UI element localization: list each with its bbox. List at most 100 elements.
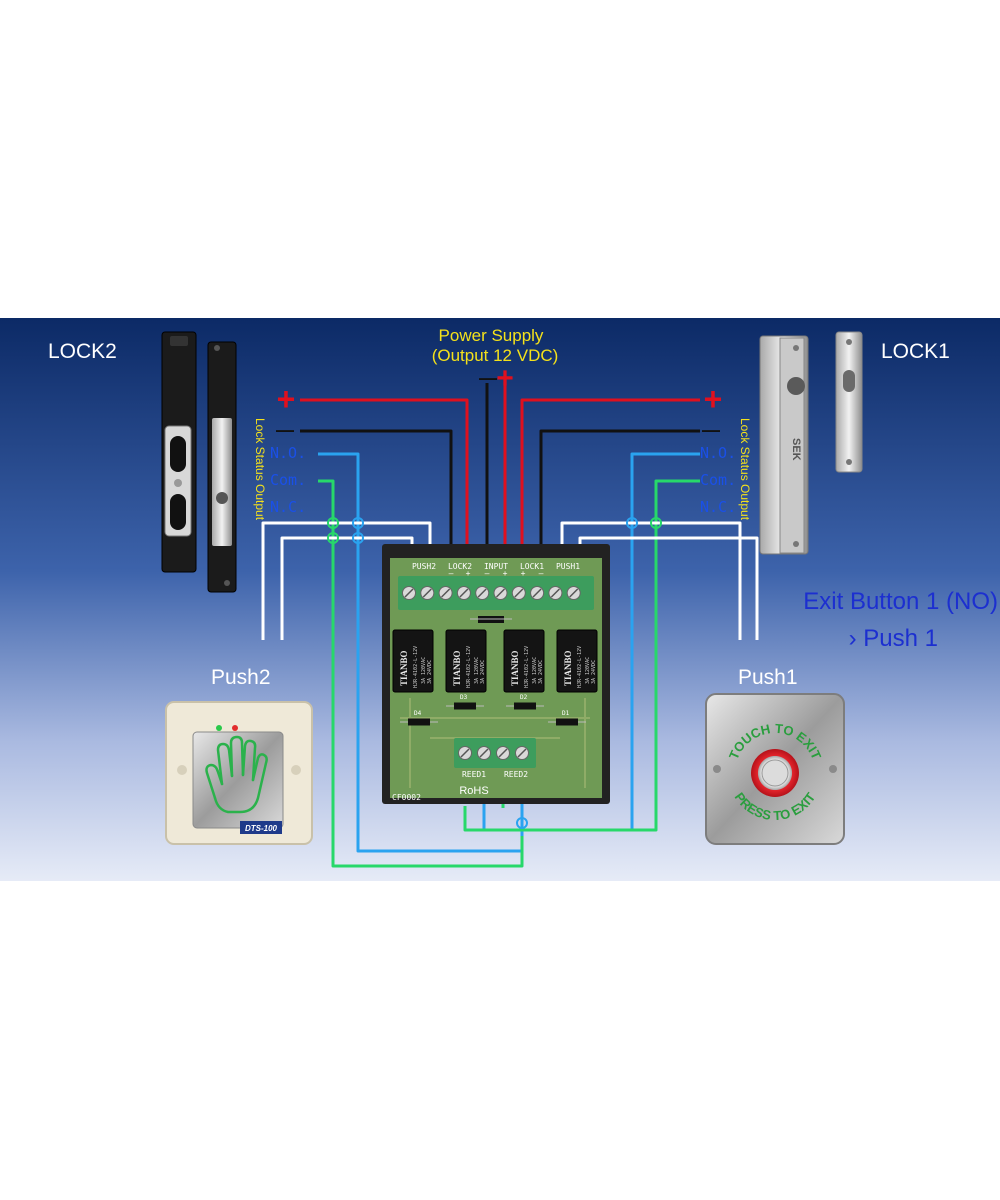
terminal-screw (458, 746, 472, 760)
led-red-icon (232, 725, 238, 731)
push1-label: Push1 (738, 666, 798, 689)
lock2-device (161, 331, 237, 593)
terminal-screw (530, 586, 545, 600)
wires (261, 378, 759, 868)
terminal-label-input: INPUT (484, 562, 508, 571)
relay-rating: 3A 120VAC (421, 657, 427, 684)
terminal-screw (456, 586, 471, 600)
terminal-sign: – (449, 569, 454, 578)
relay-brand: TIANBO (399, 650, 409, 686)
terminal-screw (493, 586, 508, 600)
relay-brand: TIANBO (452, 650, 462, 686)
relay-rating: 3A 24VDC (427, 660, 433, 684)
crossing-loop (352, 517, 364, 529)
crossing-loop (626, 517, 638, 529)
rohs-mark: RoHS (459, 785, 488, 797)
lock2-plus-sign: + (277, 381, 296, 417)
crossing-loop (327, 517, 339, 529)
green-wire-lock1-com (463, 479, 700, 832)
exit-note-line1: Exit Button 1 (NO) (803, 588, 998, 615)
relay-brand: TIANBO (563, 650, 573, 686)
diode: D4 (400, 710, 438, 726)
relay-brand: TIANBO (510, 650, 520, 686)
control-board: PUSH2 LOCK2 INPUT LOCK1 PUSH1 – + – + + … (382, 544, 610, 804)
relay-model: HJR-4102-L-12V (466, 646, 472, 688)
terminal-label-lock1: LOCK1 (520, 562, 544, 571)
touch-exit-sensor: DTS-100 (165, 701, 313, 845)
terminal-label-lock2: LOCK2 (448, 562, 472, 571)
psu-plus-sign: + (496, 362, 514, 395)
terminal-label-reed1: REED1 (462, 770, 486, 779)
led-green-icon (216, 725, 222, 731)
exit-note-line2: › Push 1 (849, 625, 938, 652)
black-wire-lock2 (300, 429, 453, 563)
lock1-brand-label: SEK (790, 438, 802, 461)
lock2-com-label: Com. (270, 471, 306, 489)
lock1-title: LOCK1 (881, 340, 950, 363)
power-supply-title: Power Supply (439, 326, 544, 345)
touch-sensor-model: DTS-100 (245, 824, 278, 833)
exit-button-plate: TOUCH TO EXIT PRESS TO EXIT (705, 693, 845, 845)
lock1-com-label: Com. (700, 471, 736, 489)
diode-label: D3 (460, 694, 468, 701)
push2-label: Push2 (211, 666, 271, 689)
top-terminal-screws (402, 586, 581, 600)
lock1-nc-label: N.C. (700, 498, 736, 516)
green-wire-lock2-com (318, 479, 524, 868)
diagram-canvas: Power Supply (Output 12 VDC) — + LOCK2 +… (0, 318, 1000, 881)
terminal-sign: – (485, 569, 490, 578)
terminal-screw (438, 586, 453, 600)
black-wire-lock1 (539, 429, 700, 563)
terminal-screw (402, 586, 416, 600)
lock2-minus-sign: — (276, 420, 294, 440)
lock2-status-output-label: Lock Status Output (253, 418, 267, 521)
terminal-sign: – (539, 569, 544, 578)
power-supply-subtitle: (Output 12 VDC) (432, 346, 559, 365)
terminal-sign: + (503, 569, 508, 578)
lock1-plus-sign: + (704, 381, 723, 417)
board-code: CF0002 (392, 793, 421, 802)
terminal-screw (511, 586, 526, 600)
red-wire-lock2 (300, 398, 469, 563)
diode-label: D2 (520, 694, 528, 701)
lock2-title: LOCK2 (48, 340, 117, 363)
red-wire-lock1 (520, 398, 700, 563)
terminal-label-push1: PUSH1 (556, 562, 580, 571)
lock1-device: SEK (759, 331, 863, 555)
terminal-screw (477, 746, 491, 760)
terminal-screw (566, 586, 581, 600)
terminal-label-push2: PUSH2 (412, 562, 436, 571)
diode: D2 (506, 694, 544, 710)
diode-label: D1 (562, 710, 570, 717)
terminal-sign: + (521, 569, 526, 578)
relay-rating: 3A 24VDC (538, 660, 544, 684)
crossing-loop (327, 532, 339, 544)
white-wire-push2-a (261, 521, 432, 640)
relay-rating: 3A 120VAC (474, 657, 480, 684)
reed-terminal-screws (458, 746, 529, 760)
relay-rating: 3A 24VDC (591, 660, 597, 684)
lock1-minus-sign: — (702, 420, 720, 440)
terminal-screw (548, 586, 563, 600)
relay-rating: 3A 120VAC (585, 657, 591, 684)
terminal-screw (515, 746, 529, 760)
crossing-loop (352, 532, 364, 544)
terminal-label-reed2: REED2 (504, 770, 528, 779)
crossing-loop (650, 517, 662, 529)
diode: D1 (548, 710, 586, 726)
psu-minus-sign: — (479, 368, 497, 388)
relay-model: HJR-4102-L-12V (413, 646, 419, 688)
crossing-loop (516, 817, 528, 829)
lock1-no-label: N.O. (700, 444, 736, 462)
reed-terminal-block (454, 738, 536, 768)
wiring-diagram: Power Supply (Output 12 VDC) — + LOCK2 +… (0, 318, 1000, 881)
relay-rating: 3A 120VAC (532, 657, 538, 684)
relay-model: HJR-4102-L-12V (577, 646, 583, 688)
lock1-status-output-label: Lock Status Output (738, 418, 752, 521)
diode: D3 (446, 694, 484, 710)
